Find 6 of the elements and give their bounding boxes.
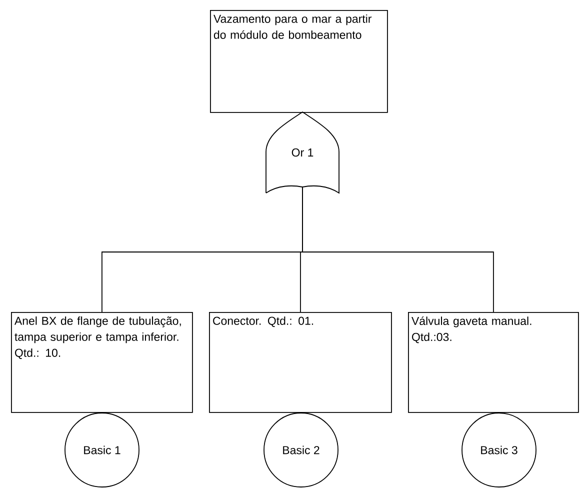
connector-line <box>302 186 494 312</box>
event-box: Válvula gaveta manual. Qtd.:03. <box>408 312 579 413</box>
event-box: Conector. Qtd.: 01. <box>209 312 392 413</box>
event-box: Anel BX de flange de tubulação, tampa superior e tampa inferior. Qtd.: 10. <box>11 312 193 413</box>
event-box: Vazamento para o mar a partir do módulo de bombeamento <box>210 10 388 113</box>
or-gate: Or 1 <box>266 112 340 194</box>
